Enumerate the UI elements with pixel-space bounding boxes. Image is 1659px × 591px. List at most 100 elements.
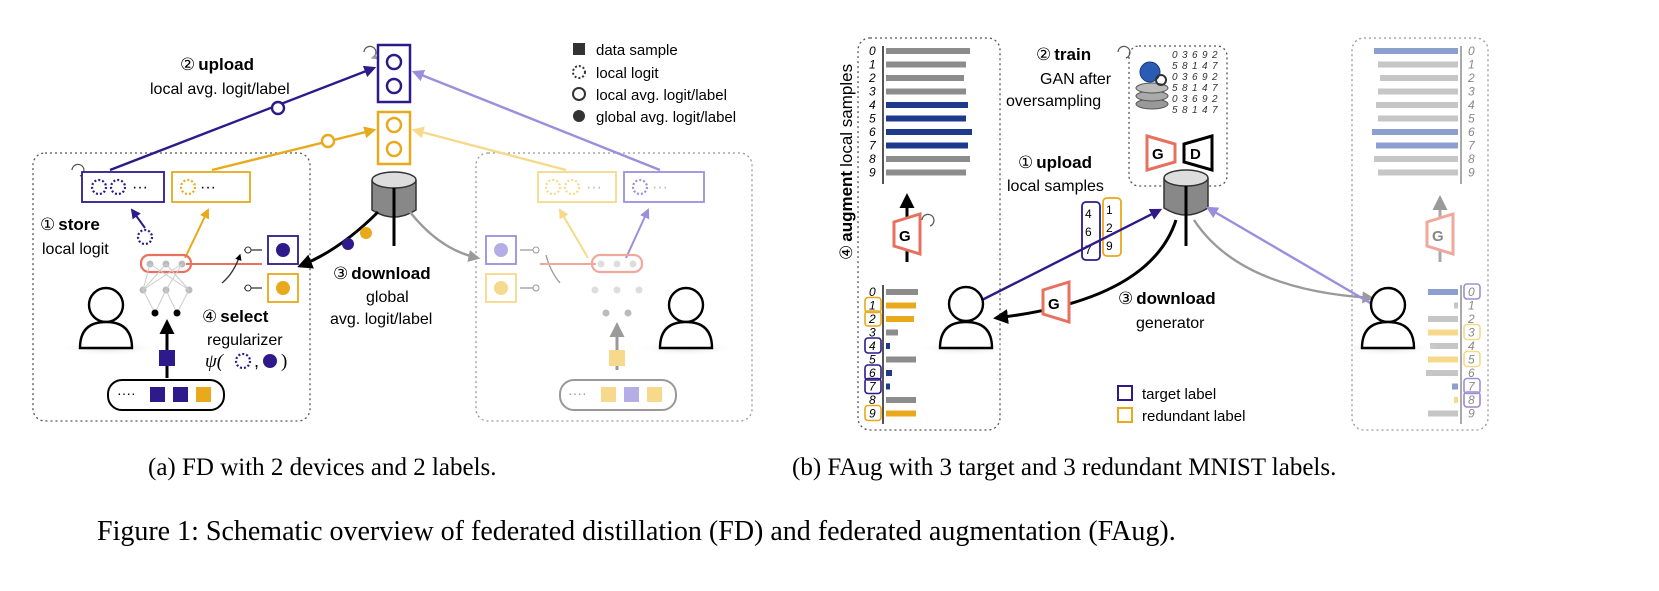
digit-label: 9 [1468,166,1475,180]
digit-label: 1 [869,58,876,72]
select-formula: ψ( [205,351,225,372]
hist-bar [1430,343,1458,349]
local-logit-box-purple [81,171,165,203]
mnist-digit: 1 [1192,105,1198,116]
data-sample-bar-left [107,379,225,411]
mnist-digit: 6 [1192,94,1198,105]
mnist-digit: 5 [1172,61,1178,72]
mnist-digit: 7 [1212,61,1218,72]
digit-label: 8 [869,393,876,407]
figure-caption: Figure 1: Schematic overview of federate… [97,516,1176,547]
redundant-label-box [1463,350,1481,368]
digit-label: 6 [1468,125,1475,139]
digit-label: 3 [869,85,876,99]
hist-bar [1454,397,1458,403]
target-label-box [864,377,882,395]
person-icon [58,286,158,356]
filled-square-icon [573,43,585,55]
mnist-digit: 0 [1172,72,1178,83]
digit-label: 3 [869,326,876,340]
mnist-digit: 8 [1182,61,1188,72]
svg-text:data sample: data sample [596,42,678,59]
digit-label: 0 [1468,44,1475,58]
digit-label: 4 [1468,98,1475,112]
svg-text:2: 2 [1106,221,1113,235]
hist-bar [886,370,892,376]
target-label-box [1463,377,1481,395]
legend-b: target label redundant label [1117,385,1245,425]
hist-bar [886,156,970,162]
person-icon-right [636,286,736,356]
open-circle-icon [572,87,586,101]
svg-text:redundant label: redundant label [1142,408,1245,425]
mnist-digit: 3 [1182,50,1188,61]
digit-label: 6 [1468,366,1475,380]
target-label-box [864,364,882,381]
person-icon-b-right [1338,286,1438,356]
digit-label: 0 [869,44,876,58]
legend-a: data sample local logit local avg. logit… [572,42,736,126]
download-global-logit-purple [342,238,354,250]
upload-caption-b: local samples [1007,178,1104,195]
digit-label: 3 [1468,326,1475,340]
digit-label: 7 [869,139,877,153]
svg-text:local logit: local logit [596,65,659,82]
mnist-digit: 9 [1202,94,1208,105]
digit-label: 1 [1468,58,1475,72]
mnist-digit: 3 [1182,94,1188,105]
redundant-label-box [864,404,882,422]
digit-label: 5 [869,112,876,126]
hist-bar [1378,169,1458,176]
svg-text:G: G [899,228,911,245]
mnist-digit: 1 [1192,61,1198,72]
svg-text:···: ··· [586,179,602,196]
hist-bar [886,316,914,322]
digit-label: 5 [1468,112,1475,126]
download-caption-2: avg. logit/label [330,311,432,328]
hist-bar [1380,75,1458,81]
svg-text:,: , [254,351,259,371]
mnist-digit: 0 [1172,50,1178,61]
train-caption-2: oversampling [1006,93,1101,110]
left-neural-network [139,253,262,317]
hist-bar [886,88,966,95]
dotted-circle-icon [572,65,586,79]
device-box-right [475,152,753,422]
svg-text:9: 9 [1106,239,1113,253]
mnist-digit: 9 [1202,50,1208,61]
hist-bar [886,397,916,403]
hist-bar [1452,383,1458,390]
hist-bar [1374,48,1458,54]
hist-bar [886,383,890,390]
local-logit-box-orange [171,171,251,203]
digit-label: 8 [869,152,876,166]
mnist-digit: 9 [1202,72,1208,83]
target-label-box [1463,283,1481,300]
digit-label: 9 [869,166,876,180]
mnist-digit: 0 [1172,94,1178,105]
orange-box-icon [1117,407,1133,423]
download-caption-1: global [366,289,409,306]
device-box-left [32,152,311,422]
mnist-digit: 7 [1212,105,1218,116]
digit-label: 6 [869,125,876,139]
mnist-digit: 6 [1192,50,1198,61]
svg-text:···: ··· [200,179,216,196]
hist-bar [886,61,966,68]
mnist-digit: 5 [1172,105,1178,116]
svg-text:···: ··· [132,179,148,196]
gan-icon: G D [1145,134,1214,172]
mnist-digit: 4 [1202,105,1208,116]
hist-bar [886,289,918,295]
hist-bar [886,169,966,176]
hist-bar [1428,329,1458,336]
hist-bar [1428,356,1458,363]
svg-text:G: G [1432,228,1444,245]
hist-bar [1378,61,1458,68]
digit-label: 4 [1468,339,1475,353]
